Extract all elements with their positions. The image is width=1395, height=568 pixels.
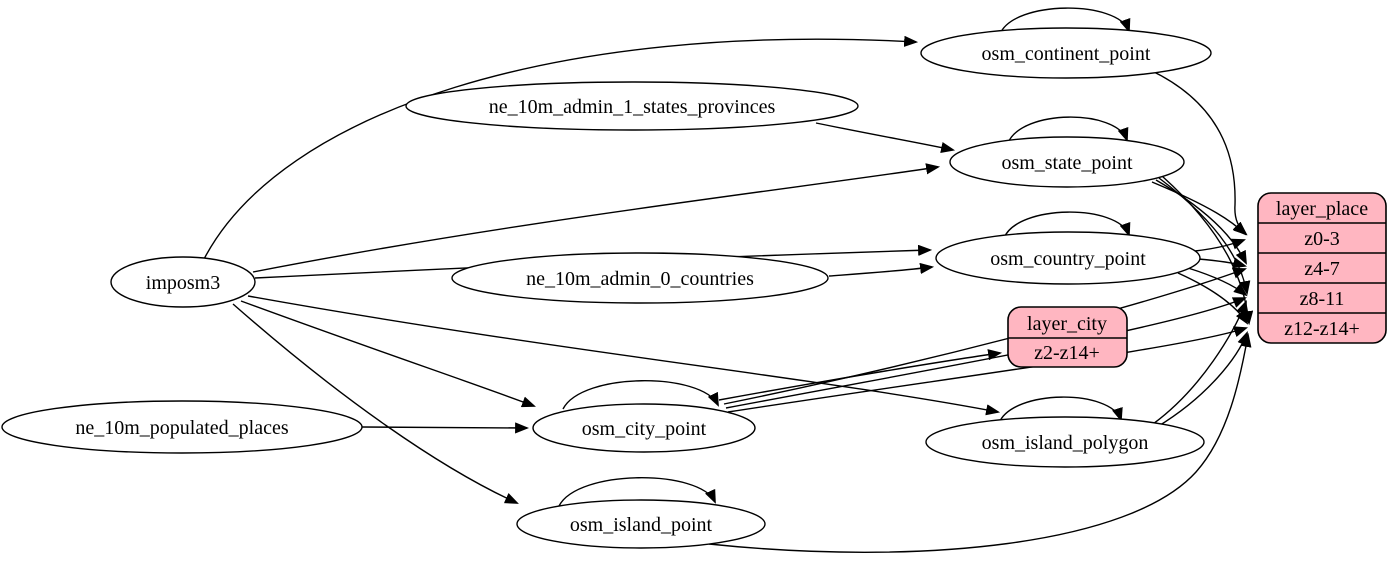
edge-osm_state_point-to-layer_place-z12-z14 [1161, 175, 1254, 326]
layer_city-shape [1007, 306, 1128, 368]
osm_city_point-label: osm_city_point [582, 418, 707, 440]
edge-osm_country_point-to-layer_place-z8-11 [1187, 267, 1248, 297]
osm_continent_point-label: osm_continent_point [982, 43, 1151, 65]
layer_city-row-z2-z14: z2-z14+ [1034, 342, 1100, 364]
ne_10m_populated_places-label: ne_10m_populated_places [75, 417, 288, 439]
edge-selfloop-osm_state_point [1007, 116, 1129, 144]
layer_place-row-z4-7: z4-7 [1304, 258, 1340, 280]
node-osm_city_point: osm_city_point [532, 403, 756, 453]
edge-osm_city_point-to-layer_place-z8-11 [725, 297, 1247, 409]
edge-selfloop-osm_island_polygon [998, 396, 1123, 424]
ne_10m_admin_1_states_provinces-shape [405, 81, 859, 131]
edge-osm_island_polygon-to-layer_place-z12-z14 [1156, 331, 1249, 428]
osm_state_point-shape [949, 136, 1185, 188]
node-layer_city: layer_city z2-z14+ [1007, 306, 1128, 368]
node-osm_island_polygon: osm_island_polygon [925, 416, 1205, 468]
edge-ne_10m_admin_0_countries-to-osm_country_point [828, 262, 935, 277]
edge-ne_10m_populated_places-to-osm_city_point [361, 422, 530, 434]
ne_10m_admin_1_states_provinces-label: ne_10m_admin_1_states_provinces [489, 96, 776, 118]
osm_country_point-label: osm_country_point [990, 248, 1146, 270]
edge-imposm3-to-osm_island_point [232, 303, 519, 504]
osm_city_point-shape [532, 403, 756, 453]
edge-imposm3-to-osm_continent_point [202, 35, 919, 262]
node-layer_place: layer_place z0-3 z4-7 z8-11 z12-z14+ [1257, 192, 1387, 344]
osm_state_point-label: osm_state_point [1001, 152, 1133, 174]
edge-osm_island_point-to-layer_place-z12-z14 [708, 332, 1252, 553]
edge-ne_10m_admin_1_states_provinces-to-osm_state_point [815, 122, 956, 154]
osm_island_point-label: osm_island_point [570, 514, 713, 536]
edge-imposm3-to-osm_city_point [240, 300, 536, 408]
node-osm_continent_point: osm_continent_point [920, 27, 1212, 79]
node-ne_10m_admin_1_states_provinces: ne_10m_admin_1_states_provinces [405, 81, 859, 131]
edge-osm_city_point-to-layer_city-z2-z14 [718, 349, 1003, 401]
ne_10m_admin_0_countries-shape [451, 252, 829, 304]
edge-selfloop-osm_country_point [1003, 211, 1131, 239]
layer_place-row-z0-3: z0-3 [1304, 228, 1340, 250]
node-osm_island_point: osm_island_point [516, 499, 766, 549]
imposm3-label: imposm3 [146, 272, 220, 294]
edges [202, 7, 1254, 553]
osm_island_polygon-label: osm_island_polygon [982, 432, 1149, 454]
edge-osm_state_point-to-layer_place-z8-11 [1158, 177, 1251, 296]
edge-osm_state_point-to-layer_place-z0-3 [1151, 181, 1247, 236]
node-ne_10m_populated_places: ne_10m_populated_places [1, 400, 363, 454]
osm_island_point-shape [516, 499, 766, 549]
layer_place-row-z8-11: z8-11 [1300, 288, 1345, 310]
layer_city-title: layer_city [1027, 313, 1107, 335]
edge-osm_country_point-to-layer_place-z12-z14 [1177, 272, 1249, 325]
node-imposm3: imposm3 [110, 256, 256, 308]
osm_island_polygon-shape [925, 416, 1205, 468]
edge-osm_country_point-to-layer_place-z0-3 [1194, 238, 1246, 252]
node-osm_country_point: osm_country_point [935, 231, 1201, 285]
edge-selfloop-osm_island_point [558, 477, 716, 507]
node-osm_state_point: osm_state_point [949, 136, 1185, 188]
imposm3-shape [110, 256, 256, 308]
edge-imposm3-to-osm_island_polygon [247, 295, 1001, 416]
ne_10m_populated_places-shape [1, 400, 363, 454]
osm_continent_point-shape [920, 27, 1212, 79]
edge-imposm3-to-osm_state_point [252, 163, 941, 273]
edge-osm_city_point-to-layer_place-z12-z14 [727, 326, 1248, 413]
edge-osm_island_polygon-to-layer_place-z8-11 [1152, 300, 1247, 425]
ne_10m_admin_0_countries-label: ne_10m_admin_0_countries [526, 268, 754, 290]
edge-osm_country_point-to-layer_place-z4-7 [1197, 257, 1248, 269]
layer_place-title: layer_place [1276, 198, 1368, 220]
layer_place-shape [1257, 192, 1387, 344]
osm_country_point-shape [935, 231, 1201, 285]
node-ne_10m_admin_0_countries: ne_10m_admin_0_countries [451, 252, 829, 304]
edge-selfloop-osm_continent_point [999, 7, 1131, 35]
layer_place-row-z12-z14: z12-z14+ [1284, 318, 1360, 340]
edge-osm_state_point-to-layer_place-z4-7 [1155, 179, 1247, 265]
edge-selfloop-osm_city_point [562, 380, 719, 410]
